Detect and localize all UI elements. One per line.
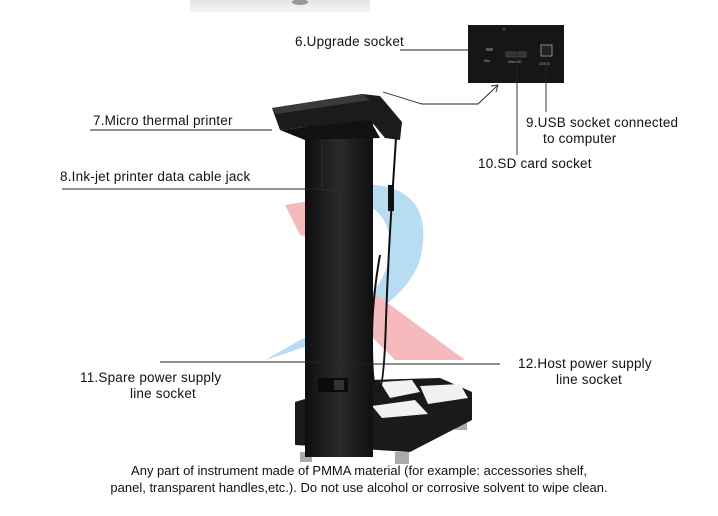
label-micro-thermal-printer: 7.Micro thermal printer	[93, 113, 233, 128]
upgrade-socket	[486, 48, 493, 51]
label-spare-power-2: line socket	[130, 386, 196, 401]
usb-socket	[540, 44, 553, 57]
label-host-power-1: 12.Host power supply	[518, 356, 652, 371]
inset-arrowhead	[490, 84, 499, 93]
leader-lines	[62, 49, 547, 365]
socket-panel-inset: Ditu MicroSD USB-B	[468, 25, 564, 83]
electrode-pad	[380, 380, 420, 398]
previous-image-remnant	[190, 0, 370, 12]
electrode-pad	[372, 400, 428, 418]
label-host-power-2: line socket	[556, 372, 622, 387]
care-note: Any part of instrument made of PMMA mate…	[0, 462, 718, 496]
svg-text:Ditu: Ditu	[484, 59, 490, 63]
label-inkjet-cable-jack: 8.Ink-jet printer data cable jack	[60, 169, 251, 184]
foot	[395, 452, 409, 464]
label-upgrade-socket: 6.Upgrade socket	[295, 34, 405, 49]
inset-arrow	[382, 85, 498, 105]
sd-card-slot	[505, 51, 527, 58]
label-spare-power-1: 11.Spare power supply	[80, 370, 222, 385]
svg-text:MicroSD: MicroSD	[508, 60, 522, 64]
label-usb-socket-2: to computer	[543, 131, 617, 146]
column	[305, 120, 373, 457]
previous-image-detail	[292, 0, 308, 5]
label-usb-socket-1: 9.USB socket connected	[526, 115, 679, 130]
label-sd-card-socket: 10.SD card socket	[478, 156, 592, 171]
hand-electrode-cable	[370, 137, 397, 394]
care-note-line-1: Any part of instrument made of PMMA mate…	[131, 463, 587, 478]
printer-head	[272, 94, 402, 140]
svg-text:USB-B: USB-B	[539, 62, 550, 66]
care-note-line-2: panel, transparent handles,etc.). Do not…	[110, 480, 608, 495]
electrode-pad	[420, 384, 468, 404]
